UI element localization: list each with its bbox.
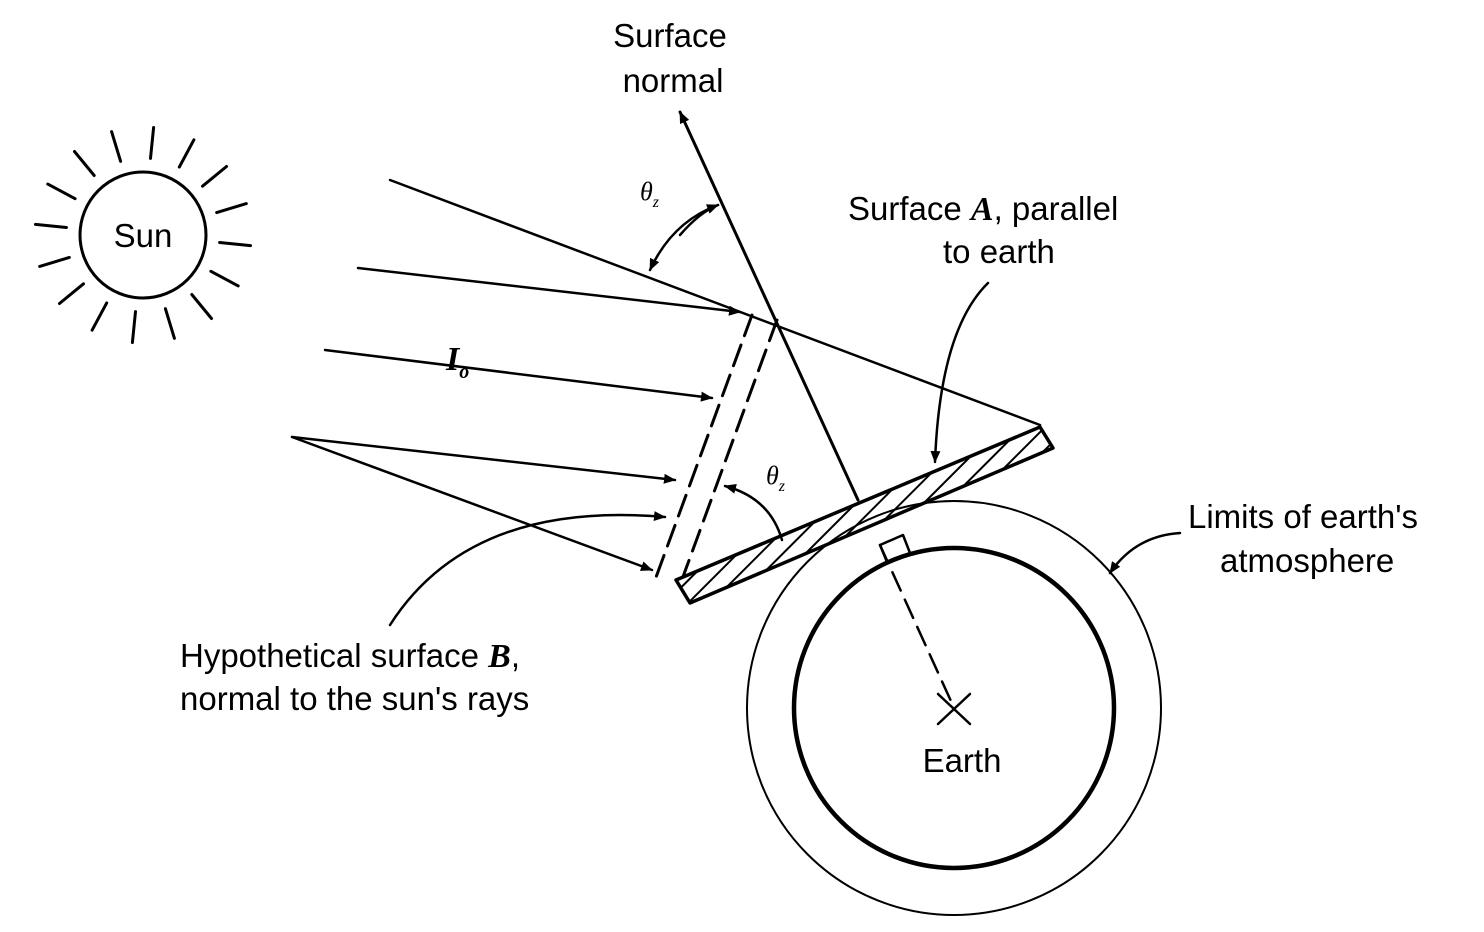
ray-3 <box>323 348 714 402</box>
sun-ray <box>209 269 240 288</box>
angle-arcs <box>648 203 784 542</box>
ray-5 <box>290 435 654 572</box>
theta-top-arc-start <box>678 203 720 237</box>
sun-ray <box>190 293 213 320</box>
earth-center-mark <box>936 692 972 726</box>
surface-b-edge-right <box>678 318 779 587</box>
ray-1 <box>388 178 1042 427</box>
ray-4 <box>290 435 677 484</box>
sun-ray <box>130 310 137 344</box>
sun-ray <box>218 241 252 248</box>
theta-bottom-arc <box>723 484 784 542</box>
atmosphere-limit <box>746 500 1162 916</box>
surface-a-label-line1: Surface A, parallel <box>848 190 1118 228</box>
surface-a-label-line2: to earth <box>943 233 1055 270</box>
incoming-rays <box>290 178 1042 572</box>
atmosphere-label-line2: atmosphere <box>1220 542 1394 579</box>
surface-b-label-line1: Hypothetical surface B, <box>180 637 520 675</box>
sun-label: Sun <box>114 217 173 254</box>
sun-ray <box>46 182 77 201</box>
leaders <box>388 281 1182 627</box>
surface-normal-line <box>678 110 860 502</box>
sun-ray <box>163 307 176 340</box>
sun-ray <box>38 255 71 268</box>
sun-ray <box>149 126 156 160</box>
surface-b-label-line2: normal to the sun's rays <box>180 680 529 717</box>
surface-a <box>674 425 1055 605</box>
sun-ray <box>73 150 96 177</box>
earth-circle <box>791 545 1117 871</box>
surface-normal-label-line2: normal <box>623 62 724 99</box>
sun-ray <box>177 138 196 169</box>
surface-b <box>653 313 779 587</box>
sun-ray <box>34 222 68 229</box>
surface-normal-label-line1: Surface <box>613 17 727 54</box>
sun-ray <box>215 202 248 215</box>
intensity-label: Io <box>445 341 469 383</box>
normal-to-earth-center <box>878 543 957 712</box>
surface-a-leader <box>930 281 990 464</box>
surface-b-leader <box>388 511 667 627</box>
sun-rays <box>34 126 252 344</box>
theta-bottom-label: θz <box>766 461 786 495</box>
earth-label: Earth <box>923 742 1002 779</box>
sun-ray <box>201 165 228 188</box>
surface-a-slab <box>674 425 1055 605</box>
sun-disc <box>78 170 208 300</box>
atmosphere-leader <box>1108 531 1182 575</box>
theta-top-arc <box>648 203 720 272</box>
earth-group: Earth <box>746 500 1162 916</box>
theta-top-label: θz <box>640 177 660 211</box>
sun-ray <box>58 282 85 305</box>
sun: Sun <box>34 126 252 344</box>
surface-b-edge-left <box>653 313 754 582</box>
atmosphere-label-line1: Limits of earth's <box>1188 498 1418 535</box>
ray-2 <box>356 266 742 316</box>
sun-ray <box>90 301 109 332</box>
sun-ray <box>110 130 123 163</box>
